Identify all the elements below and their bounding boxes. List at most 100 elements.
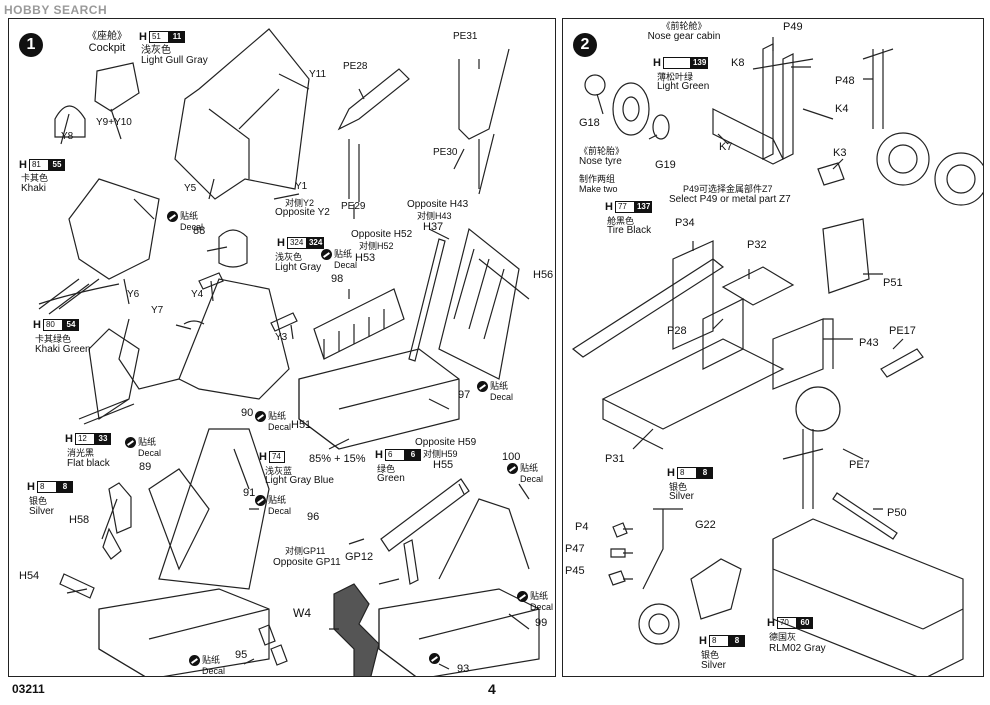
gear-wheel-right-shape (934, 152, 983, 206)
tub-right-shape (378, 498, 540, 676)
watermark: HOBBY SEARCH (4, 3, 108, 17)
label-k3: K3 (833, 147, 847, 159)
decal-icon (167, 211, 178, 222)
label-91: 91 (243, 487, 256, 499)
tyre-title-en: Nose tyre (579, 156, 622, 167)
part-y9-y10-shape (94, 62, 140, 112)
label-98: 98 (331, 273, 344, 285)
label-p32: P32 (747, 239, 767, 251)
part-h56-shape (438, 227, 520, 380)
label-pe7: PE7 (849, 459, 870, 471)
decal-icon (507, 463, 518, 474)
label-h52-cn: 对侧H52 (359, 241, 394, 251)
label-h58: H58 (69, 514, 90, 526)
part-h58-shape (108, 482, 132, 534)
decal-icon (429, 653, 440, 664)
label-p51: P51 (883, 277, 903, 289)
part-h53-shape (313, 288, 405, 360)
label-h43-cn: 对侧H43 (417, 211, 452, 221)
part-p43-shape (772, 318, 834, 390)
gear-hub-shape (795, 386, 841, 432)
label-k7: K7 (719, 141, 733, 153)
part-w4-shape (333, 583, 380, 676)
label-h37: H37 (423, 221, 444, 233)
decal-icon (125, 437, 136, 448)
label-g19: G19 (655, 159, 676, 171)
decal-icon (477, 381, 488, 392)
strut-k8-shape (752, 43, 814, 160)
decal-note-93 (429, 653, 442, 664)
cockpit-line-art (38, 28, 540, 676)
make-two-en: Make two (579, 184, 618, 194)
seat-middle-shape (118, 278, 290, 400)
label-95: 95 (235, 649, 248, 661)
label-pe31: PE31 (453, 31, 478, 42)
part-seat-frame-shape (78, 328, 140, 425)
step-1-title-cn: 《座舱》 (87, 31, 127, 42)
step-2-badge: 2 (573, 33, 597, 57)
label-p45: P45 (565, 565, 585, 577)
part-k7-shape (712, 108, 784, 165)
paint-h8-cn: 银色 (29, 496, 48, 506)
label-h52-en: Opposite H52 (351, 229, 413, 240)
part-p47-shape (610, 548, 626, 558)
label-p50: P50 (887, 507, 907, 519)
label-h59-en: Opposite H59 (415, 437, 477, 448)
label-pe17: PE17 (889, 325, 916, 337)
label-k8: K8 (731, 57, 745, 69)
step-2-title-en: Nose gear cabin (647, 31, 721, 42)
gear-wheel-shape (876, 132, 930, 186)
decal-icon (517, 591, 528, 602)
label-h59-cn: 对侧H59 (423, 449, 458, 459)
label-w4: W4 (293, 606, 311, 620)
part-y6-shape (38, 178, 160, 305)
part-g19-shape (652, 114, 670, 140)
part-y8-shape (54, 105, 86, 138)
decal-icon (255, 411, 266, 422)
part-p34-side-shape (571, 258, 725, 358)
step-1-badge: 1 (19, 33, 43, 57)
step-1-title-en: Cockpit (88, 42, 126, 54)
label-k4: K4 (835, 103, 849, 115)
label-h54: H54 (19, 570, 40, 582)
part-p51-shape (822, 218, 870, 294)
paint-h74-en: Light Gray Blue (265, 475, 334, 486)
label-p31: P31 (605, 453, 625, 465)
part-p50-shape (832, 492, 898, 540)
label-p28: P28 (667, 325, 687, 337)
part-g22-shape (690, 558, 742, 620)
label-y5: Y5 (184, 183, 197, 194)
label-h55: H55 (433, 459, 454, 471)
paint-h51-cn: 浅灰色 (141, 45, 171, 56)
seat-lower-shape (148, 428, 270, 590)
part-h55-shape (380, 478, 470, 552)
part-95-shape (258, 624, 288, 666)
p49-note-en: Select P49 or metal part Z7 (669, 194, 791, 205)
part-88-shape (218, 229, 248, 268)
paint-h80-en: Khaki Green (35, 344, 91, 355)
label-gp11-en: Opposite GP11 (273, 557, 341, 568)
part-g18-shape (584, 74, 606, 96)
part-p4-shape (612, 522, 628, 538)
label-p48: P48 (835, 75, 855, 87)
label-96: 96 (307, 511, 320, 523)
label-p4: P4 (575, 521, 589, 533)
lower-gear-strut-shape (642, 508, 683, 590)
label-h56: H56 (533, 269, 554, 281)
paint-h77-cn: 舱黑色 (607, 216, 635, 226)
paint-h80-cn: 卡其绿色 (35, 334, 72, 344)
part-pe28-shape (337, 68, 410, 202)
seat-upper-shape (174, 28, 310, 200)
nose-tyre-shape (612, 82, 650, 136)
label-p34: P34 (675, 217, 695, 229)
make-two-cn: 制作两组 (579, 174, 616, 184)
